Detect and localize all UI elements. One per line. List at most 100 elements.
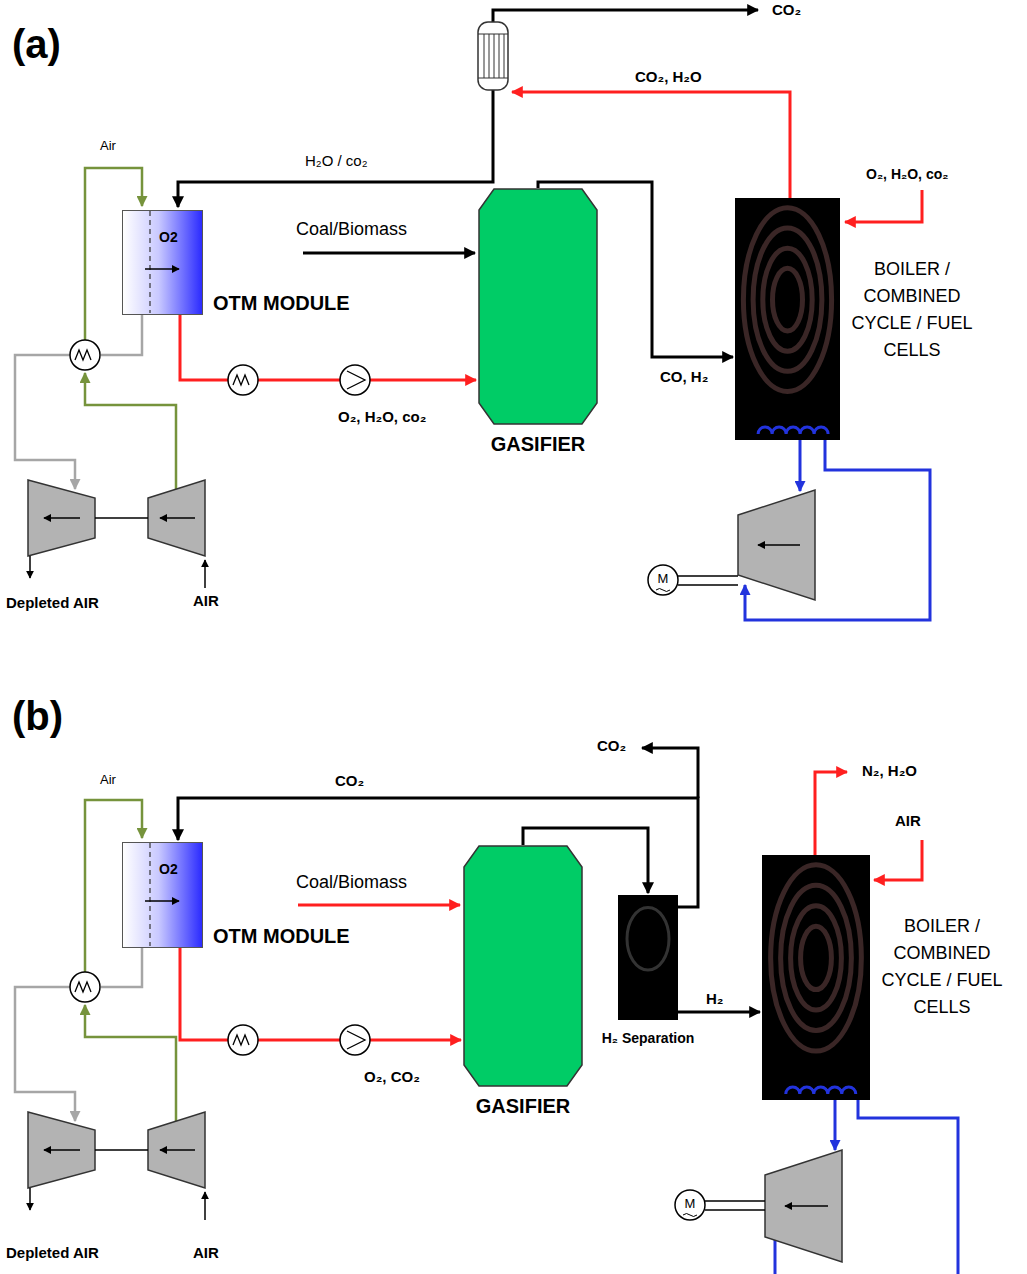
co2-outlet-line bbox=[642, 748, 698, 798]
stream-label: CO₂, H₂O bbox=[635, 68, 702, 85]
panel-letter: (a) bbox=[12, 22, 61, 66]
stream-label: H₂ bbox=[706, 990, 724, 1007]
unit-name: OTM MODULE bbox=[213, 292, 350, 314]
stream-label: CO₂ bbox=[597, 737, 626, 754]
heat-exchanger bbox=[228, 365, 258, 395]
flow-arrow bbox=[785, 1205, 828, 1207]
separator-texture bbox=[627, 908, 669, 971]
air-system bbox=[15, 168, 205, 588]
edge-label-holder: O₂, H₂O, co₂ bbox=[338, 408, 426, 425]
shaft bbox=[95, 517, 148, 519]
boiler-texture bbox=[791, 906, 842, 1010]
boiler-texture bbox=[771, 865, 862, 1051]
unit-name-holder: GASIFIER bbox=[491, 433, 585, 456]
generator bbox=[675, 1190, 705, 1220]
feed-line bbox=[303, 252, 475, 255]
exhaust-line bbox=[815, 772, 847, 855]
flow-connector bbox=[178, 798, 698, 907]
feed-label: Coal/Biomass bbox=[296, 872, 407, 892]
oxygen-line-equipment bbox=[228, 1025, 370, 1055]
stream-label: CO₂ bbox=[335, 772, 364, 789]
separator bbox=[478, 22, 508, 90]
membrane-label-holder: O2 bbox=[159, 229, 178, 245]
stream-label-holder: O₂, H₂O, co₂ bbox=[866, 166, 948, 182]
boiler-texture bbox=[781, 885, 852, 1030]
co2-outlet-line bbox=[493, 10, 758, 22]
stream-label-holder: Depleted AIR bbox=[6, 594, 99, 611]
stream-label: O₂, H₂O, co₂ bbox=[338, 408, 426, 425]
unit-name-holder: H₂ Separation bbox=[602, 1030, 695, 1046]
gasifier-vessel bbox=[478, 188, 598, 425]
boiler-texture bbox=[801, 926, 832, 989]
boiler-texture bbox=[773, 268, 803, 331]
steam-turbine bbox=[738, 490, 815, 600]
stream-label: H₂O / co₂ bbox=[305, 152, 368, 169]
water-line bbox=[858, 1100, 958, 1274]
otm-module: O2OTM MODULE bbox=[122, 842, 203, 948]
boiler-unit: BOILER / COMBINED CYCLE / FUEL CELLS bbox=[735, 198, 840, 440]
unit-name: BOILER / COMBINED CYCLE / FUEL CELLS bbox=[851, 259, 972, 360]
boiler-drawing bbox=[735, 198, 840, 440]
membrane-label: O2 bbox=[159, 861, 178, 877]
flow-arrow bbox=[44, 517, 80, 519]
oxygen-line-equipment bbox=[228, 365, 370, 395]
gasifier-vessel bbox=[463, 845, 583, 1087]
steam-turbine bbox=[765, 1150, 842, 1262]
unit-name-holder: OTM MODULE bbox=[213, 292, 350, 315]
steam-coil bbox=[758, 427, 828, 434]
edge-label-holder: O₂, CO₂ bbox=[364, 1068, 420, 1085]
stream-label-holder: Air bbox=[100, 772, 116, 787]
gasifier: GASIFIER bbox=[478, 188, 598, 425]
membrane bbox=[149, 843, 150, 946]
separator-drawing bbox=[618, 895, 678, 1020]
shaft bbox=[705, 1201, 765, 1210]
stream-label-holder: Depleted AIR bbox=[6, 1244, 99, 1261]
vessel-outline bbox=[479, 189, 597, 424]
membrane-label-holder: O2 bbox=[159, 861, 178, 877]
intake-arrow bbox=[204, 560, 206, 588]
recycle-line bbox=[178, 90, 493, 207]
boiler-texture bbox=[763, 248, 812, 351]
generator-letter: M bbox=[658, 571, 669, 586]
vessel-outline bbox=[464, 846, 582, 1086]
membrane bbox=[149, 211, 150, 313]
exhaust-arrow bbox=[29, 556, 31, 578]
unit-name-holder: OTM MODULE bbox=[213, 925, 350, 948]
stream-label: Depleted AIR bbox=[6, 1244, 99, 1261]
generator-letter-holder: M bbox=[658, 571, 669, 586]
depleted-air-line bbox=[15, 355, 75, 489]
steam-line bbox=[834, 1100, 837, 1150]
stream-label: AIR bbox=[193, 1244, 219, 1261]
feed-label: Coal/Biomass bbox=[296, 219, 407, 239]
stream-label-holder: AIR bbox=[193, 592, 219, 609]
stream-label-holder: AIR bbox=[193, 1244, 219, 1261]
unit-name-holder: GASIFIER bbox=[476, 1095, 570, 1118]
separator-tubes bbox=[484, 34, 504, 78]
unit-name: H₂ Separation bbox=[602, 1030, 695, 1046]
boiler-texture bbox=[743, 208, 831, 392]
generator-letter: M bbox=[685, 1196, 696, 1211]
generator bbox=[648, 565, 678, 595]
expander-turbine bbox=[28, 480, 95, 556]
steam-line bbox=[799, 440, 802, 491]
panel-letter-holder: (b) bbox=[12, 694, 63, 739]
flow-arrow bbox=[160, 517, 195, 519]
feed-label-holder: Coal/Biomass bbox=[296, 872, 407, 893]
flow-connector bbox=[180, 948, 461, 1040]
stream-label-holder: CO₂ bbox=[597, 737, 626, 754]
boiler-unit: BOILER / COMBINED CYCLE / FUEL CELLS bbox=[762, 855, 870, 1100]
stream-label: N₂, H₂O bbox=[862, 762, 917, 779]
unit-name: BOILER / COMBINED CYCLE / FUEL CELLS bbox=[881, 916, 1002, 1017]
air-line bbox=[85, 373, 176, 490]
oxygen-flux-arrow bbox=[145, 268, 179, 270]
unit-name-holder: BOILER / COMBINED CYCLE / FUEL CELLS bbox=[878, 913, 1006, 1021]
stream-label: Depleted AIR bbox=[6, 594, 99, 611]
stream-label-holder: N₂, H₂O bbox=[862, 762, 917, 779]
edge-label-holder: H₂ bbox=[706, 990, 724, 1007]
membrane-drawing bbox=[123, 211, 201, 313]
stream-label-holder: CO₂, H₂O bbox=[635, 68, 702, 85]
stream-label: AIR bbox=[193, 592, 219, 609]
unit-name: GASIFIER bbox=[491, 433, 585, 455]
stream-label-holder: CO₂ bbox=[772, 1, 801, 18]
